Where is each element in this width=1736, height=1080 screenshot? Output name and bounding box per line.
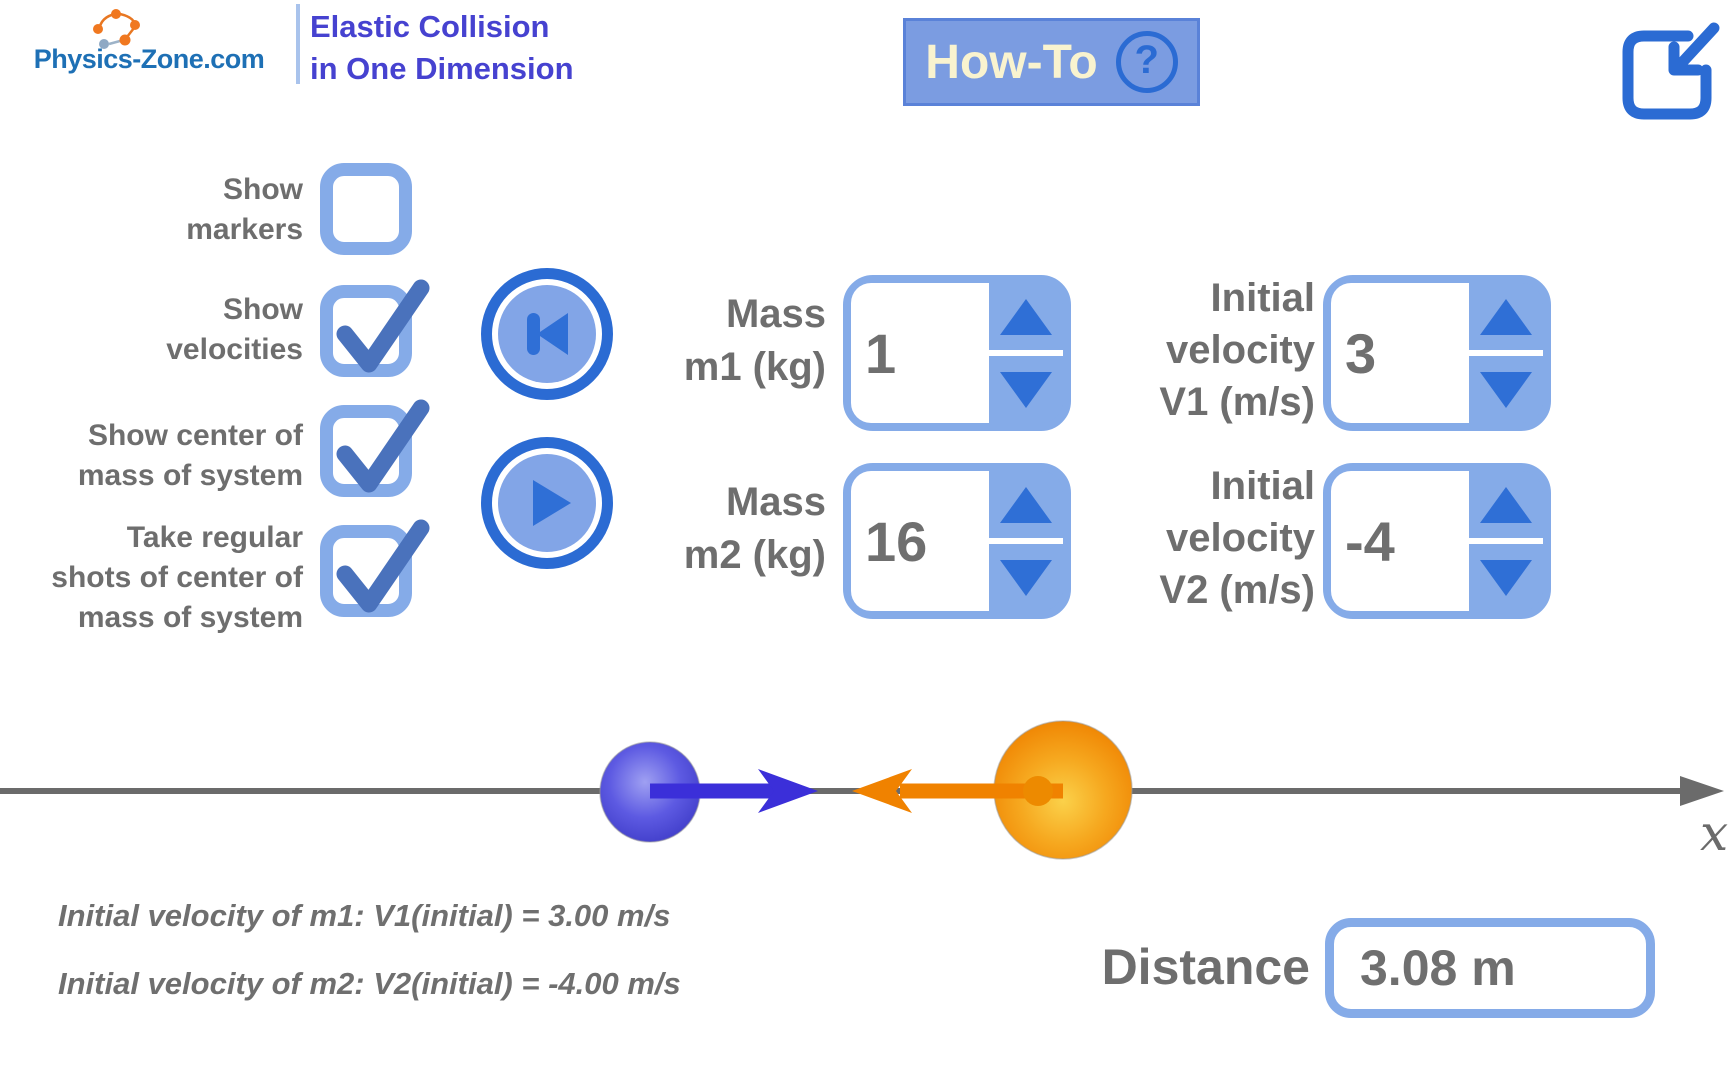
show-markers-checkbox[interactable] [320, 163, 412, 255]
simulation-canvas: x [0, 720, 1728, 862]
center-of-mass-marker [1023, 776, 1053, 806]
show-velocities-label: Show velocities [166, 293, 303, 366]
triangle-down-icon [1480, 559, 1532, 596]
show-velocities-checkbox[interactable] [320, 279, 430, 377]
brand-name: Physics-Zone.com [33, 44, 265, 74]
velocity-v1-increment-button[interactable] [1469, 283, 1543, 353]
velocity-v2-input[interactable]: -4 [1331, 471, 1469, 611]
mass-m2-increment-button[interactable] [989, 471, 1063, 541]
skip-to-start-icon [527, 313, 568, 355]
mass-m2-label: Mass m2 (kg) [683, 480, 826, 577]
velocity-v1-input[interactable]: 3 [1331, 283, 1469, 423]
show-markers-label: Show markers [186, 173, 303, 246]
mass-m2-input[interactable]: 16 [851, 471, 989, 611]
exit-fullscreen-icon[interactable] [1608, 20, 1720, 130]
m2-velocity-arrowhead-icon [852, 769, 912, 813]
velocity-v1-spinner: 3 [1323, 275, 1551, 431]
triangle-down-icon [1480, 371, 1532, 408]
take-shots-label: Take regular shots of center of mass of … [51, 521, 303, 634]
checkmark-icon [336, 399, 430, 493]
checkmark-icon [336, 519, 430, 613]
distance-label: Distance [1101, 939, 1310, 995]
triangle-up-icon [1480, 298, 1532, 335]
page-title-line1: Elastic Collision [310, 9, 550, 44]
question-mark-icon: ? [1115, 31, 1178, 93]
mass-m1-increment-button[interactable] [989, 283, 1063, 353]
header-divider [296, 4, 300, 84]
mass-m2-spinner: 16 [843, 463, 1071, 619]
mass-m2-decrement-button[interactable] [989, 541, 1063, 611]
page-title-line2: in One Dimension [310, 51, 574, 86]
triangle-up-icon [1000, 298, 1052, 335]
velocity-v2-decrement-button[interactable] [1469, 541, 1543, 611]
play-button[interactable] [481, 437, 613, 569]
velocity-v2-spinner: -4 [1323, 463, 1551, 619]
how-to-button[interactable]: How-To ? [903, 18, 1200, 106]
mass-m1-spinner: 1 [843, 275, 1071, 431]
rewind-button[interactable] [481, 268, 613, 400]
show-center-of-mass-label: Show center of mass of system [77, 419, 303, 492]
velocity-v2-label: Initial velocity V2 (m/s) [1159, 464, 1315, 612]
m1-velocity-arrowhead-icon [758, 769, 818, 813]
v2-initial-readout: Initial velocity of m2: V2(initial) = -4… [58, 966, 681, 1001]
velocity-v1-label: Initial velocity V1 (m/s) [1159, 276, 1315, 424]
mass-m1-input[interactable]: 1 [851, 283, 989, 423]
triangle-down-icon [1000, 559, 1052, 596]
molecule-icon [93, 9, 140, 49]
mass-m1-decrement-button[interactable] [989, 353, 1063, 423]
triangle-down-icon [1000, 371, 1052, 408]
distance-value: 3.08 m [1360, 940, 1516, 996]
velocity-v2-increment-button[interactable] [1469, 471, 1543, 541]
v1-initial-readout: Initial velocity of m1: V1(initial) = 3.… [58, 898, 671, 933]
x-axis-label: x [1700, 804, 1728, 862]
x-axis-arrowhead-icon [1680, 776, 1724, 806]
triangle-up-icon [1000, 486, 1052, 523]
page-title: Elastic Collision in One Dimension [310, 6, 574, 90]
show-center-of-mass-checkbox[interactable] [320, 399, 430, 497]
play-icon [533, 480, 571, 526]
triangle-up-icon [1480, 486, 1532, 523]
mass-m1-label: Mass m1 (kg) [683, 292, 826, 389]
velocity-v1-decrement-button[interactable] [1469, 353, 1543, 423]
distance-readout-box: 3.08 m [1325, 918, 1655, 1018]
take-shots-checkbox[interactable] [320, 519, 430, 617]
checkmark-icon [336, 279, 430, 373]
how-to-label: How-To [925, 35, 1098, 89]
